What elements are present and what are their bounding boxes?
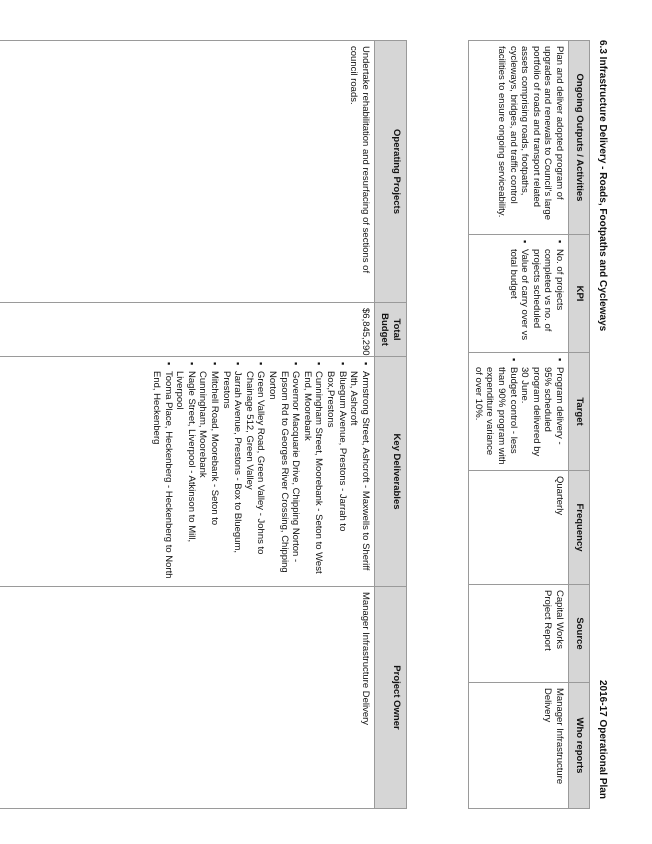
list-item: Governor Macquarie Drive, Chipping Norto… xyxy=(266,371,301,581)
column-header-frequency: Frequency xyxy=(568,470,590,585)
list-item: Jarrah Avenue, Prestons - Box to Bluegum… xyxy=(220,371,244,581)
list-item: No. of projects completed vs no. of proj… xyxy=(530,249,565,347)
list-item: Budget control - less than 90% program w… xyxy=(472,367,519,465)
target-list: Program delivery - 95% scheduled program… xyxy=(472,358,565,465)
list-item: Tooma Place, Heckenberg - Heckenberg to … xyxy=(151,371,174,581)
column-header-target: Target xyxy=(568,352,590,471)
budget-cell: $6,845,290 xyxy=(0,302,375,357)
list-item: Nagle Street, Liverpool - Atkinson to Mi… xyxy=(174,371,197,581)
column-header-kpi: KPI xyxy=(568,234,590,353)
deliverables-list: Armstrong Street, Ashcroft - Maxwells to… xyxy=(151,362,371,581)
source-cell: Capital Works Project Report xyxy=(468,584,569,683)
list-item: Value of carry over vs total budget xyxy=(507,249,531,347)
kpi-cell: No. of projects completed vs no. of proj… xyxy=(468,234,569,353)
column-header-who-reports: Who reports xyxy=(568,682,590,809)
target-cell: Program delivery - 95% scheduled program… xyxy=(468,352,569,471)
list-item: Bluegum Avenue, Prestons - Jarrah to Box… xyxy=(324,371,348,581)
column-header-total-budget: Total Budget xyxy=(374,302,407,357)
column-header-activities: Ongoing Outputs / Activities xyxy=(568,40,590,235)
who-reports-cell: Manager Infrastructure Delivery xyxy=(468,682,569,809)
list-item: Cunningham Street, Moorebank - Seton to … xyxy=(301,371,325,581)
projects-table: Operating Projects Total Budget Key Deli… xyxy=(0,40,407,809)
list-item: Mitchell Road, Moorebank - Seton to Cunn… xyxy=(197,371,221,581)
list-item: Armstrong Street, Ashcroft - Maxwells to… xyxy=(348,371,371,581)
column-header-source: Source xyxy=(568,584,590,683)
kpi-table: Ongoing Outputs / Activities KPI Target … xyxy=(468,40,590,809)
frequency-cell: Quarterly xyxy=(468,470,569,585)
kpi-table-header-row: Ongoing Outputs / Activities KPI Target … xyxy=(568,40,590,809)
section-title: 6.3 Infrastructure Delivery - Roads, Foo… xyxy=(597,40,608,332)
list-item: Green Valley Road, Green Valley - Johns … xyxy=(243,371,267,581)
table-row: Plan and deliver adopted program of upgr… xyxy=(468,40,569,809)
list-item: Program delivery - 95% scheduled program… xyxy=(519,367,565,465)
activity-cell: Plan and deliver adopted program of upgr… xyxy=(468,40,569,235)
projects-table-header-row: Operating Projects Total Budget Key Deli… xyxy=(374,40,407,809)
project-cell: Undertake rehabilitation and resurfacing… xyxy=(0,40,375,303)
column-header-operating-projects: Operating Projects xyxy=(374,40,407,303)
column-header-key-deliverables: Key Deliverables xyxy=(374,356,407,587)
deliverables-cell: Armstrong Street, Ashcroft - Maxwells to… xyxy=(0,356,375,587)
column-header-project-owner: Project Owner xyxy=(374,586,407,809)
plan-title: 2016-17 Operational Plan xyxy=(597,680,608,799)
table-row: Undertake rehabilitation and resurfacing… xyxy=(0,40,375,809)
kpi-list: No. of projects completed vs no. of proj… xyxy=(507,240,565,347)
owner-cell: Manager Infrastructure Delivery xyxy=(0,586,375,809)
